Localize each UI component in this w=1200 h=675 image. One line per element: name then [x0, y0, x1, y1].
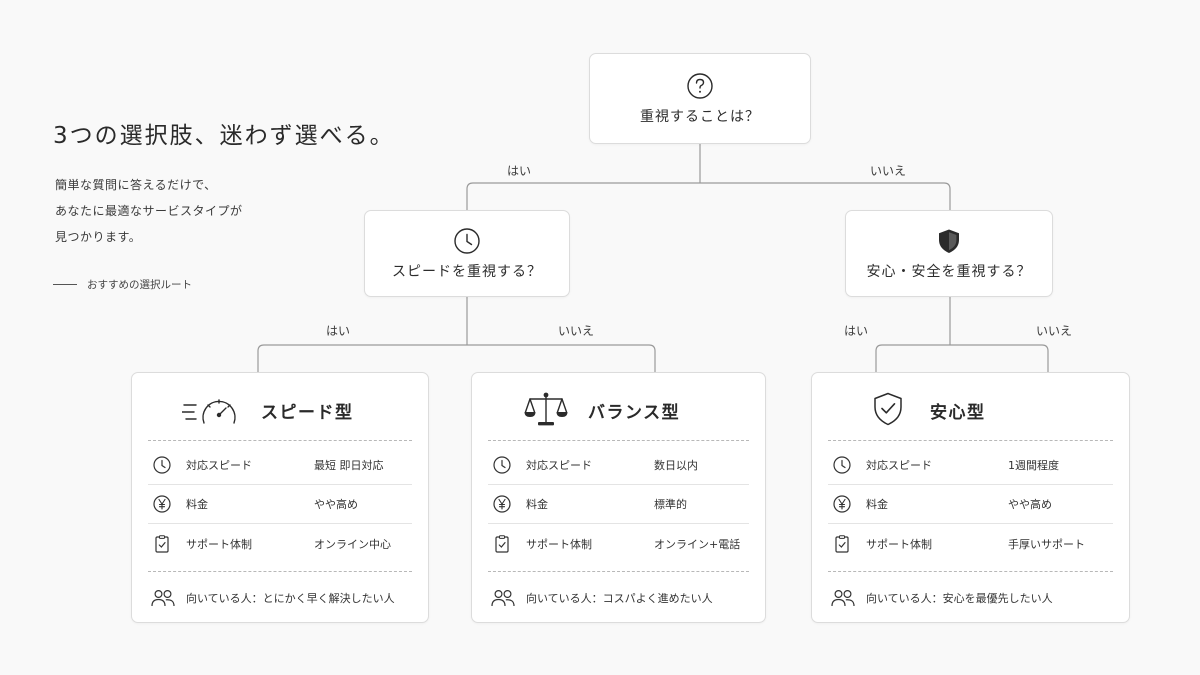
intro-description: 簡単な質問に答えるだけで、 あなたに最適なサービスタイプが 見つかります。 — [55, 172, 243, 250]
card-divider — [148, 571, 412, 572]
spec-row: サポート体制 オンライン+電話 — [488, 525, 749, 563]
people-icon — [491, 589, 515, 607]
target-text: 向いている人：とにかく早く解決したい人 — [186, 592, 395, 605]
card-title: 安心型 — [930, 403, 986, 423]
spec-label: 対応スピード — [526, 459, 592, 472]
card-title: スピード型 — [261, 403, 354, 423]
card-divider — [488, 440, 749, 441]
row-divider — [148, 523, 412, 524]
card-header: スピード型 — [132, 389, 428, 429]
spec-row: 対応スピード 1週間程度 — [828, 446, 1113, 484]
description-line: 簡単な質問に答えるだけで、 — [55, 178, 217, 192]
spec-label: サポート体制 — [186, 538, 252, 551]
card-divider — [828, 571, 1113, 572]
clock-icon — [833, 456, 851, 474]
description-line: あなたに最適なサービスタイプが — [55, 204, 243, 218]
branch-label-no: いいえ — [558, 324, 595, 338]
spec-value: 数日以内 — [654, 459, 698, 472]
clock-icon — [454, 227, 480, 254]
question-root-text: 重視することは？ — [640, 108, 760, 125]
branch-label-yes: はい — [844, 324, 869, 338]
yen-icon — [833, 495, 851, 513]
spec-value: やや高め — [314, 498, 358, 511]
spec-label: 対応スピード — [866, 459, 932, 472]
question-speed-box[interactable]: スピードを重視する？ — [364, 210, 570, 297]
target-audience: 向いている人：コスパよく進めたい人 — [488, 583, 755, 613]
checklist-icon — [155, 535, 169, 553]
row-divider — [828, 523, 1113, 524]
result-card-balance[interactable]: バランス型 対応スピード 数日以内 料金 標準的 サポート体制 オンライン+電話… — [471, 372, 766, 623]
description-line: 見つかります。 — [55, 230, 142, 244]
card-header: バランス型 — [472, 389, 765, 429]
target-text: 向いている人：安心を最優先したい人 — [866, 592, 1053, 605]
row-divider — [828, 484, 1113, 485]
card-header: 安心型 — [812, 389, 1129, 429]
spec-label: 対応スピード — [186, 459, 252, 472]
branch-label-no: いいえ — [870, 164, 907, 178]
branch-label-yes: はい — [507, 164, 532, 178]
shield-check-icon — [874, 392, 902, 426]
question-root-box[interactable]: 重視することは？ — [589, 53, 811, 144]
question-speed-text: スピードを重視する？ — [392, 263, 542, 280]
spec-row: 対応スピード 最短 即日対応 — [148, 446, 412, 484]
question-safety-box[interactable]: 安心・安全を重視する？ — [845, 210, 1053, 297]
spec-value: オンライン中心 — [314, 538, 391, 551]
page-title: 3つの選択肢、迷わず選べる。 — [53, 123, 395, 149]
spec-row: 料金 やや高め — [148, 485, 412, 523]
scale-icon — [524, 392, 568, 426]
spec-row: 料金 標準的 — [488, 485, 749, 523]
checklist-icon — [835, 535, 849, 553]
question-icon — [687, 72, 713, 99]
branch-label-yes: はい — [326, 324, 351, 338]
target-audience: 向いている人：安心を最優先したい人 — [828, 583, 1119, 613]
spec-value: オンライン+電話 — [654, 538, 741, 551]
shield-icon — [939, 229, 959, 253]
card-divider — [828, 440, 1113, 441]
route-legend-line — [53, 284, 77, 285]
spec-value: 最短 即日対応 — [314, 459, 384, 472]
target-text: 向いている人：コスパよく進めたい人 — [526, 592, 713, 605]
card-divider — [148, 440, 412, 441]
route-legend-label: おすすめの選択ルート — [87, 279, 192, 291]
yen-icon — [493, 495, 511, 513]
spec-value: 1週間程度 — [1008, 459, 1059, 472]
question-safety-text: 安心・安全を重視する？ — [866, 263, 1032, 280]
spec-label: サポート体制 — [526, 538, 592, 551]
spec-row: サポート体制 オンライン中心 — [148, 525, 412, 563]
clock-icon — [153, 456, 171, 474]
people-icon — [151, 589, 175, 607]
result-card-speed[interactable]: スピード型 対応スピード 最短 即日対応 料金 やや高め サポート体制 オンライ… — [131, 372, 429, 623]
spec-label: 料金 — [186, 498, 208, 511]
spec-label: サポート体制 — [866, 538, 932, 551]
card-title: バランス型 — [588, 403, 681, 423]
speedometer-icon — [182, 399, 236, 424]
clock-icon — [493, 456, 511, 474]
route-legend: おすすめの選択ルート — [53, 277, 192, 292]
spec-row: 料金 やや高め — [828, 485, 1113, 523]
row-divider — [148, 484, 412, 485]
spec-row: サポート体制 手厚いサポート — [828, 525, 1113, 563]
branch-label-no: いいえ — [1036, 324, 1073, 338]
target-audience: 向いている人：とにかく早く解決したい人 — [148, 583, 418, 613]
spec-label: 料金 — [526, 498, 548, 511]
spec-value: やや高め — [1008, 498, 1052, 511]
yen-icon — [153, 495, 171, 513]
card-divider — [488, 571, 749, 572]
spec-label: 料金 — [866, 498, 888, 511]
spec-value: 手厚いサポート — [1008, 538, 1085, 551]
result-card-safety[interactable]: 安心型 対応スピード 1週間程度 料金 やや高め サポート体制 手厚いサポート … — [811, 372, 1130, 623]
people-icon — [831, 589, 855, 607]
checklist-icon — [495, 535, 509, 553]
spec-value: 標準的 — [654, 498, 687, 511]
spec-row: 対応スピード 数日以内 — [488, 446, 749, 484]
row-divider — [488, 484, 749, 485]
row-divider — [488, 523, 749, 524]
